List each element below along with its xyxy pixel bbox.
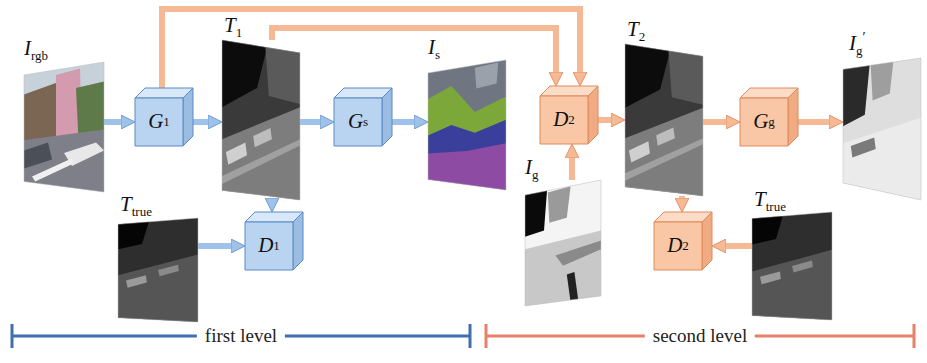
network-cube: D2 bbox=[654, 212, 712, 270]
flow-arrow bbox=[193, 119, 212, 125]
symbol-label: Ig bbox=[525, 156, 539, 182]
level-label: first level bbox=[197, 326, 285, 347]
network-cube: D1 bbox=[245, 212, 303, 270]
flow-arrow bbox=[569, 154, 575, 180]
network-cube: Gs bbox=[334, 88, 392, 146]
symbol-label: T1 bbox=[224, 14, 242, 40]
image-panel: Is bbox=[428, 60, 506, 190]
first-level-bracket bbox=[12, 324, 470, 348]
flow-arrow bbox=[798, 119, 833, 125]
image-panel: T1 bbox=[222, 40, 300, 200]
symbol-label: Ttrue bbox=[120, 193, 152, 219]
flow-arrow bbox=[722, 243, 752, 249]
flow-arrow bbox=[300, 119, 324, 125]
flow-arrow bbox=[104, 119, 125, 125]
flow-arrow bbox=[272, 28, 556, 76]
flow-arrow bbox=[703, 119, 730, 125]
symbol-label: D1 bbox=[245, 222, 293, 270]
image-picture bbox=[222, 40, 300, 200]
symbol-label: G1 bbox=[135, 98, 183, 146]
second-level-bracket bbox=[486, 324, 914, 348]
symbol-label: Gg bbox=[740, 98, 788, 146]
image-picture bbox=[752, 212, 832, 320]
image-picture bbox=[118, 218, 198, 322]
image-panel: T2 bbox=[625, 44, 703, 196]
network-cube: G1 bbox=[135, 88, 193, 146]
flow-arrow bbox=[392, 119, 418, 125]
image-picture bbox=[843, 58, 921, 200]
symbol-label: Ttrue bbox=[754, 188, 786, 214]
image-picture bbox=[625, 44, 703, 196]
symbol-label: Irgb bbox=[24, 37, 48, 63]
level-label: second level bbox=[645, 326, 755, 347]
symbol-label: D2 bbox=[654, 222, 702, 270]
symbol-label: Ig′ bbox=[849, 30, 866, 58]
flow-arrow bbox=[269, 200, 275, 202]
image-panel: Ttrue bbox=[118, 218, 198, 322]
flow-arrow bbox=[598, 117, 615, 123]
symbol-label: T2 bbox=[627, 18, 645, 44]
image-picture bbox=[428, 60, 506, 190]
symbol-label: D2 bbox=[540, 96, 588, 144]
image-picture bbox=[24, 62, 104, 192]
image-picture bbox=[525, 180, 601, 306]
symbol-label: Is bbox=[428, 36, 440, 62]
flow-arrow bbox=[198, 243, 235, 249]
network-cube: Gg bbox=[740, 88, 798, 146]
symbol-label: Gs bbox=[334, 98, 382, 146]
image-panel: Ig′ bbox=[843, 58, 921, 200]
network-cube: D2 bbox=[540, 86, 598, 144]
image-panel: Ttrue bbox=[752, 212, 832, 320]
image-panel: Ig bbox=[525, 180, 601, 306]
flow-arrow bbox=[679, 196, 685, 202]
image-panel: Irgb bbox=[24, 62, 104, 192]
